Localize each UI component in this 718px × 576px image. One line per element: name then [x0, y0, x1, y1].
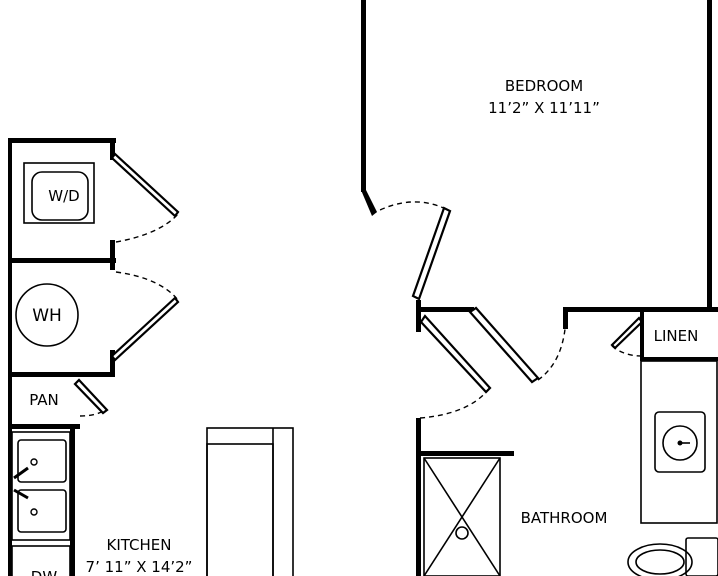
shower-top-curb: [416, 451, 514, 456]
linen-divider: [640, 312, 644, 360]
dw-label: DW: [31, 568, 58, 576]
pan-door-leaf: [73, 378, 109, 415]
bedroom-name: BEDROOM: [505, 77, 583, 95]
doors: [73, 152, 644, 415]
bathroom-west-wall-bottom: [416, 418, 421, 576]
shower: [416, 451, 514, 576]
wd-jamb-bottom: [110, 240, 115, 270]
shower-inner: [423, 457, 501, 576]
kitchen-island: [206, 427, 294, 576]
washer-dryer: W/D: [23, 162, 95, 224]
pan-door-swing: [79, 409, 106, 417]
toilet-seat: [635, 549, 685, 575]
vanity-counter: [640, 360, 718, 524]
bedroom-west-wall: [361, 0, 366, 192]
island-outer: [206, 427, 294, 576]
wh-label: WH: [32, 306, 62, 326]
shower-diag-2: [423, 457, 501, 576]
wd-inner: [31, 171, 89, 221]
bath-door-leaf-right: [468, 306, 540, 384]
linen-bottom-wall: [640, 357, 718, 361]
bathroom-name: BATHROOM: [521, 509, 608, 527]
kitchen-sink-basin-2: [17, 489, 67, 533]
bedroom-east-wall: [707, 0, 712, 310]
wh-door-swing: [115, 271, 179, 301]
closet-middle-wall: [8, 258, 116, 263]
kitchen-sink: [11, 431, 71, 541]
water-heater: WH: [15, 283, 79, 347]
closet-bottom-wall: [8, 372, 114, 377]
closet-west-wall: [8, 138, 12, 576]
toilet-bowl: [627, 543, 693, 576]
bedroom-door-leaf: [411, 206, 452, 301]
sink-basin-outer: [654, 411, 706, 473]
toilet-tank: [685, 537, 718, 576]
dw-box: [11, 545, 71, 576]
walls: [8, 0, 718, 576]
bedroom-door-swing: [371, 201, 449, 215]
kitchen-name: KITCHEN: [107, 536, 172, 554]
wd-door-swing: [115, 213, 179, 243]
bathroom-north-wall-right: [563, 307, 718, 312]
wd-door-leaf: [110, 152, 180, 218]
closet-pan-wall: [8, 424, 80, 429]
bath-door-swing-left: [419, 389, 489, 419]
bedroom-west-wall-angle: [361, 190, 377, 216]
linen-door-leaf: [610, 316, 644, 350]
bathroom-west-wall-top: [416, 300, 421, 332]
wd-label: W/D: [48, 187, 79, 205]
wh-circle: [15, 283, 79, 347]
linen-label: LINEN: [654, 327, 699, 345]
wh-door-leaf: [110, 296, 180, 362]
island-inner: [206, 443, 274, 576]
linen-door-swing: [611, 345, 643, 357]
linen-closet: LINEN: [640, 312, 718, 361]
kitchen-counter-wall: [70, 424, 75, 576]
closet-top-wall: [8, 138, 116, 143]
pantry-label: PAN: [29, 391, 59, 409]
door-swings: [79, 201, 643, 419]
bath-door-swing-right: [537, 311, 567, 381]
toilet-icon: [627, 537, 718, 576]
bathroom-door-jamb: [563, 307, 568, 329]
bedroom-dims: 11’2” X 11’11”: [488, 99, 600, 117]
bath-door-leaf-left: [419, 314, 492, 394]
shower-drain: [455, 526, 469, 540]
kitchen-dims: 7’ 11” X 14’2”: [86, 558, 193, 576]
wd-cabinet: [23, 162, 95, 224]
wh-jamb-bottom: [110, 350, 115, 377]
kitchen-sink-counter: [11, 431, 71, 541]
bathroom-vanity: [640, 360, 718, 524]
sink-icon: [662, 425, 698, 461]
kitchen-sink-basin-1: [17, 439, 67, 483]
dishwasher: DW: [11, 545, 71, 576]
wd-jamb-top: [110, 138, 115, 160]
faucet-icon: [13, 458, 38, 516]
bathroom-north-wall-left: [416, 307, 474, 312]
